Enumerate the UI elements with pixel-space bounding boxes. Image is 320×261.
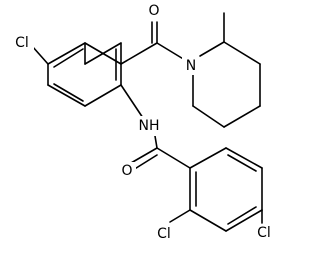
bond: [223, 105, 261, 128]
bond: [47, 42, 86, 65]
bond: [130, 147, 158, 164]
aromatic-double-bond: [53, 83, 84, 102]
bond: [156, 42, 186, 61]
benzamide-oxygen-label: O: [121, 163, 132, 179]
chlorine-label: Cl: [257, 225, 271, 241]
carbonyl-double-bond: [132, 154, 158, 171]
bond: [189, 209, 227, 232]
bond: [192, 105, 225, 128]
aromatic-double-bond: [53, 48, 84, 68]
bond: [120, 84, 144, 119]
bond: [225, 147, 263, 169]
piperidine-nitrogen-label: N: [186, 58, 196, 74]
chlorine-label: Cl: [157, 226, 171, 242]
bond: [189, 147, 227, 169]
bond: [84, 42, 122, 65]
chlorine-label: Cl: [15, 35, 29, 51]
bond: [120, 42, 158, 65]
bond: [225, 209, 263, 232]
chemical-structure-diagram: O N Cl NH O Cl Cl: [15, 3, 271, 242]
bond: [199, 41, 225, 57]
bond: [154, 135, 158, 149]
bond: [169, 209, 191, 223]
molecule-drawing: O N Cl NH O Cl Cl: [15, 3, 271, 242]
oxygen-label: O: [148, 3, 159, 19]
bond: [84, 84, 122, 107]
aromatic-double-bond: [227, 206, 257, 225]
bond: [47, 84, 86, 107]
bond: [156, 147, 191, 169]
bond: [223, 41, 261, 65]
bond: [31, 45, 49, 65]
amide-nitrogen-label: NH: [139, 118, 160, 134]
aromatic-double-bond: [227, 154, 257, 172]
